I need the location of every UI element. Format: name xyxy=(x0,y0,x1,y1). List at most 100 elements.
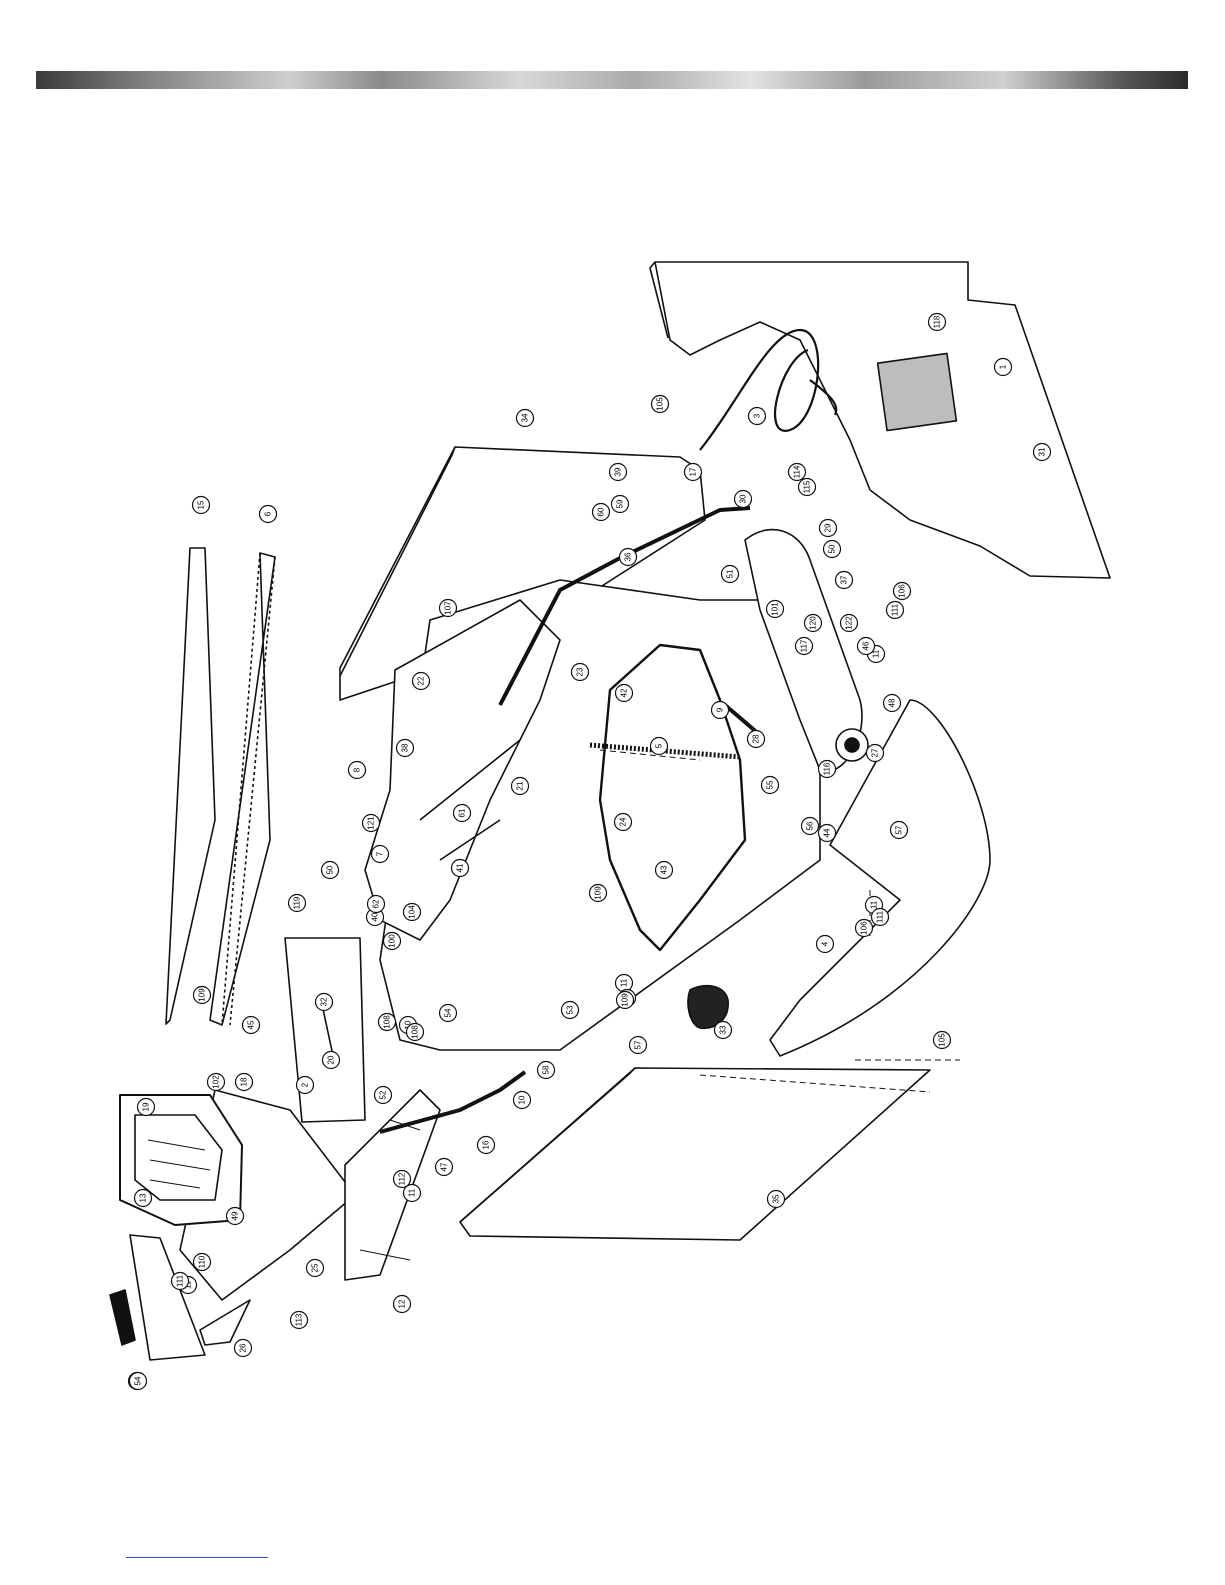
callout-number: 47 xyxy=(440,1162,449,1171)
callout-bubble xyxy=(476,1135,496,1155)
callout-54: 54 xyxy=(438,1003,458,1023)
callout-number: 101 xyxy=(771,602,780,616)
callout-27: 27 xyxy=(865,743,885,763)
callout-33: 33 xyxy=(713,1020,733,1040)
callout-35: 35 xyxy=(766,1189,786,1209)
callout-number: 120 xyxy=(809,616,818,630)
callout-111: 111 xyxy=(885,600,905,620)
callout-number: 104 xyxy=(408,905,417,919)
callout-48: 48 xyxy=(882,693,902,713)
callout-114: 114 xyxy=(787,462,807,482)
callout-number: 3 xyxy=(753,413,762,418)
callout-bubble xyxy=(305,1258,325,1278)
callout-number: 118 xyxy=(933,315,942,328)
callout-51: 51 xyxy=(720,564,740,584)
callout-number: 29 xyxy=(824,523,833,532)
callout-bubble xyxy=(892,581,912,601)
callout-109: 109 xyxy=(615,990,635,1010)
callout-number: 37 xyxy=(840,575,849,584)
callout-bubble xyxy=(746,729,766,749)
callout-bubble xyxy=(452,803,472,823)
callout-30: 30 xyxy=(733,489,753,509)
callout-number: 32 xyxy=(320,997,329,1006)
callout-bubble xyxy=(241,1015,261,1035)
callout-53: 53 xyxy=(560,1000,580,1020)
callout-9: 9 xyxy=(710,700,730,720)
callout-number: 7 xyxy=(376,851,385,856)
callout-bubble xyxy=(856,636,876,656)
callout-number: 116 xyxy=(823,762,832,775)
callout-bubble xyxy=(822,539,842,559)
callout-bubble xyxy=(206,1072,226,1092)
callout-26: 26 xyxy=(233,1338,253,1358)
rear-panel-edge xyxy=(649,261,669,339)
callout-20: 20 xyxy=(321,1050,341,1070)
callout-bubble xyxy=(191,495,211,515)
callout-bubble xyxy=(800,816,820,836)
callout-number: 21 xyxy=(516,781,525,790)
callout-number: 42 xyxy=(620,688,629,697)
callout-bubble xyxy=(225,1206,245,1226)
callout-2: 2 xyxy=(295,1075,315,1095)
callout-bubble xyxy=(817,759,837,779)
callout-number: 19 xyxy=(142,1102,151,1111)
callout-bubble xyxy=(588,883,608,903)
callout-22: 22 xyxy=(411,671,431,691)
callout-bubble xyxy=(993,357,1013,377)
callout-number: 33 xyxy=(719,1025,728,1034)
callout-number: 105 xyxy=(656,397,665,411)
callout-number: 109 xyxy=(198,988,207,1002)
callout-number: 31 xyxy=(1038,447,1047,456)
callout-bubble xyxy=(618,547,638,567)
callout-8: 8 xyxy=(347,760,367,780)
callout-bubble xyxy=(818,518,838,538)
callout-6: 6 xyxy=(258,504,278,524)
callout-bubble xyxy=(377,1012,397,1032)
callout-bubble xyxy=(512,1090,532,1110)
callout-61: 61 xyxy=(452,803,472,823)
callout-group: 1234567891010111111111112131516171819202… xyxy=(127,312,1052,1391)
callout-number: 108 xyxy=(411,1025,420,1039)
callout-number: 109 xyxy=(594,886,603,900)
callout-number: 59 xyxy=(616,499,625,508)
callout-bubble xyxy=(133,1188,153,1208)
callout-number: 56 xyxy=(806,821,815,830)
callout-58: 58 xyxy=(536,1060,556,1080)
callout-bubble xyxy=(608,462,628,482)
callout-number: 6 xyxy=(264,511,273,516)
callout-number: 54 xyxy=(444,1008,453,1017)
callout-115: 115 xyxy=(797,477,817,497)
callout-bubble xyxy=(515,408,535,428)
callout-110: 110 xyxy=(192,1252,212,1272)
callout-bubble xyxy=(797,477,817,497)
callout-bubble xyxy=(366,894,386,914)
callout-number: 111 xyxy=(891,603,900,616)
callout-number: 44 xyxy=(823,828,832,837)
callout-number: 122 xyxy=(845,616,854,630)
callout-bubble xyxy=(815,934,835,954)
callout-57: 57 xyxy=(889,820,909,840)
callout-101: 101 xyxy=(765,599,785,619)
callout-number: 28 xyxy=(752,734,761,743)
callout-bubble xyxy=(392,1169,412,1189)
callout-47: 47 xyxy=(434,1157,454,1177)
callout-21: 21 xyxy=(510,776,530,796)
callout-19: 19 xyxy=(136,1097,156,1117)
callout-bubble xyxy=(382,931,402,951)
callout-bubble xyxy=(803,613,823,633)
callout-106: 106 xyxy=(892,581,912,601)
callout-bubble xyxy=(591,502,611,522)
callout-105: 105 xyxy=(650,394,670,414)
callout-number: 119 xyxy=(293,896,302,909)
door-rod xyxy=(379,1070,527,1134)
callout-number: 38 xyxy=(401,743,410,752)
burner-box xyxy=(284,937,366,1123)
callout-100: 100 xyxy=(382,931,402,951)
callout-number: 54 xyxy=(134,1376,143,1385)
callout-36: 36 xyxy=(618,547,638,567)
callout-109: 109 xyxy=(588,883,608,903)
callout-25: 25 xyxy=(305,1258,325,1278)
callout-number: 4 xyxy=(821,941,830,946)
callout-bubble xyxy=(234,1072,254,1092)
callout-bubble xyxy=(628,1035,648,1055)
